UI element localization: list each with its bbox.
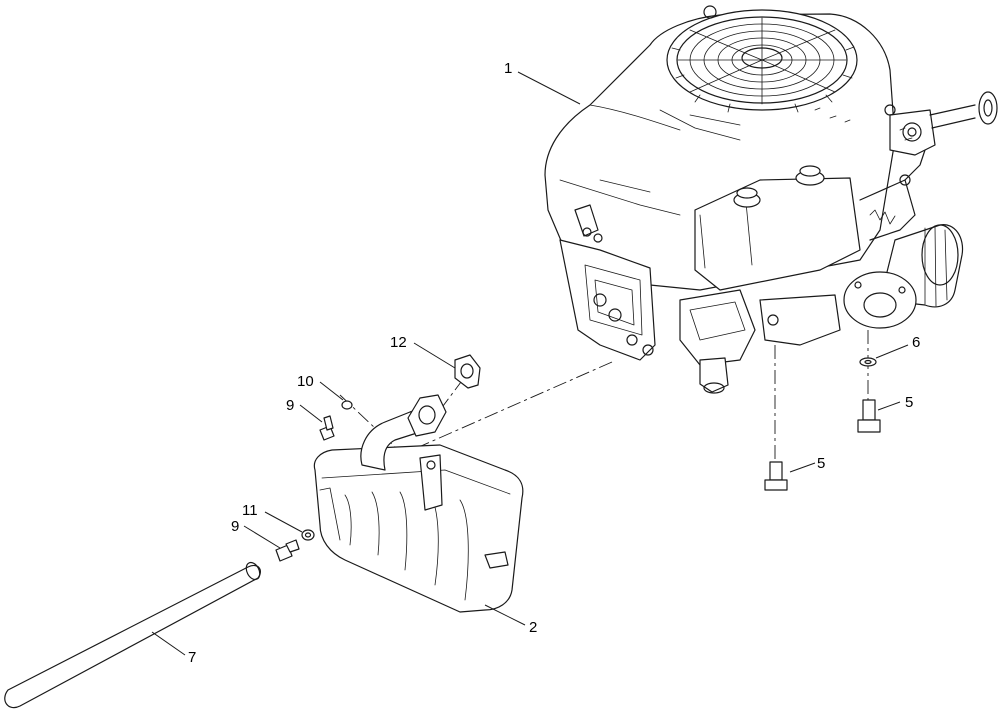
- callout-1: 1: [504, 60, 512, 77]
- lock-washer: [341, 400, 353, 410]
- flange-bolt-right: [857, 399, 881, 433]
- callout-9-upper: 9: [286, 397, 294, 414]
- callout-11: 11: [242, 502, 258, 519]
- washer: [301, 529, 315, 541]
- callout-9-lower: 9: [231, 518, 239, 535]
- exhaust-gasket: [454, 354, 481, 389]
- tail-pipe: [4, 561, 261, 709]
- bolt-upper: [319, 415, 335, 441]
- engine-assembly: [544, 5, 998, 394]
- leader-lines: [151, 71, 909, 656]
- callout-6: 6: [912, 334, 920, 351]
- callout-labels: 1 12 10 9 11 9 2 7 5 5 6: [188, 60, 920, 666]
- callout-12: 12: [390, 334, 407, 351]
- callout-7: 7: [188, 649, 196, 666]
- callout-5-right: 5: [905, 394, 913, 411]
- bolt-lower: [275, 539, 300, 562]
- callout-2: 2: [529, 619, 537, 636]
- muffler: [313, 394, 524, 613]
- flat-washer: [859, 357, 877, 367]
- flange-bolt-left: [764, 461, 788, 491]
- callout-10: 10: [297, 373, 314, 390]
- callout-5-left: 5: [817, 455, 825, 472]
